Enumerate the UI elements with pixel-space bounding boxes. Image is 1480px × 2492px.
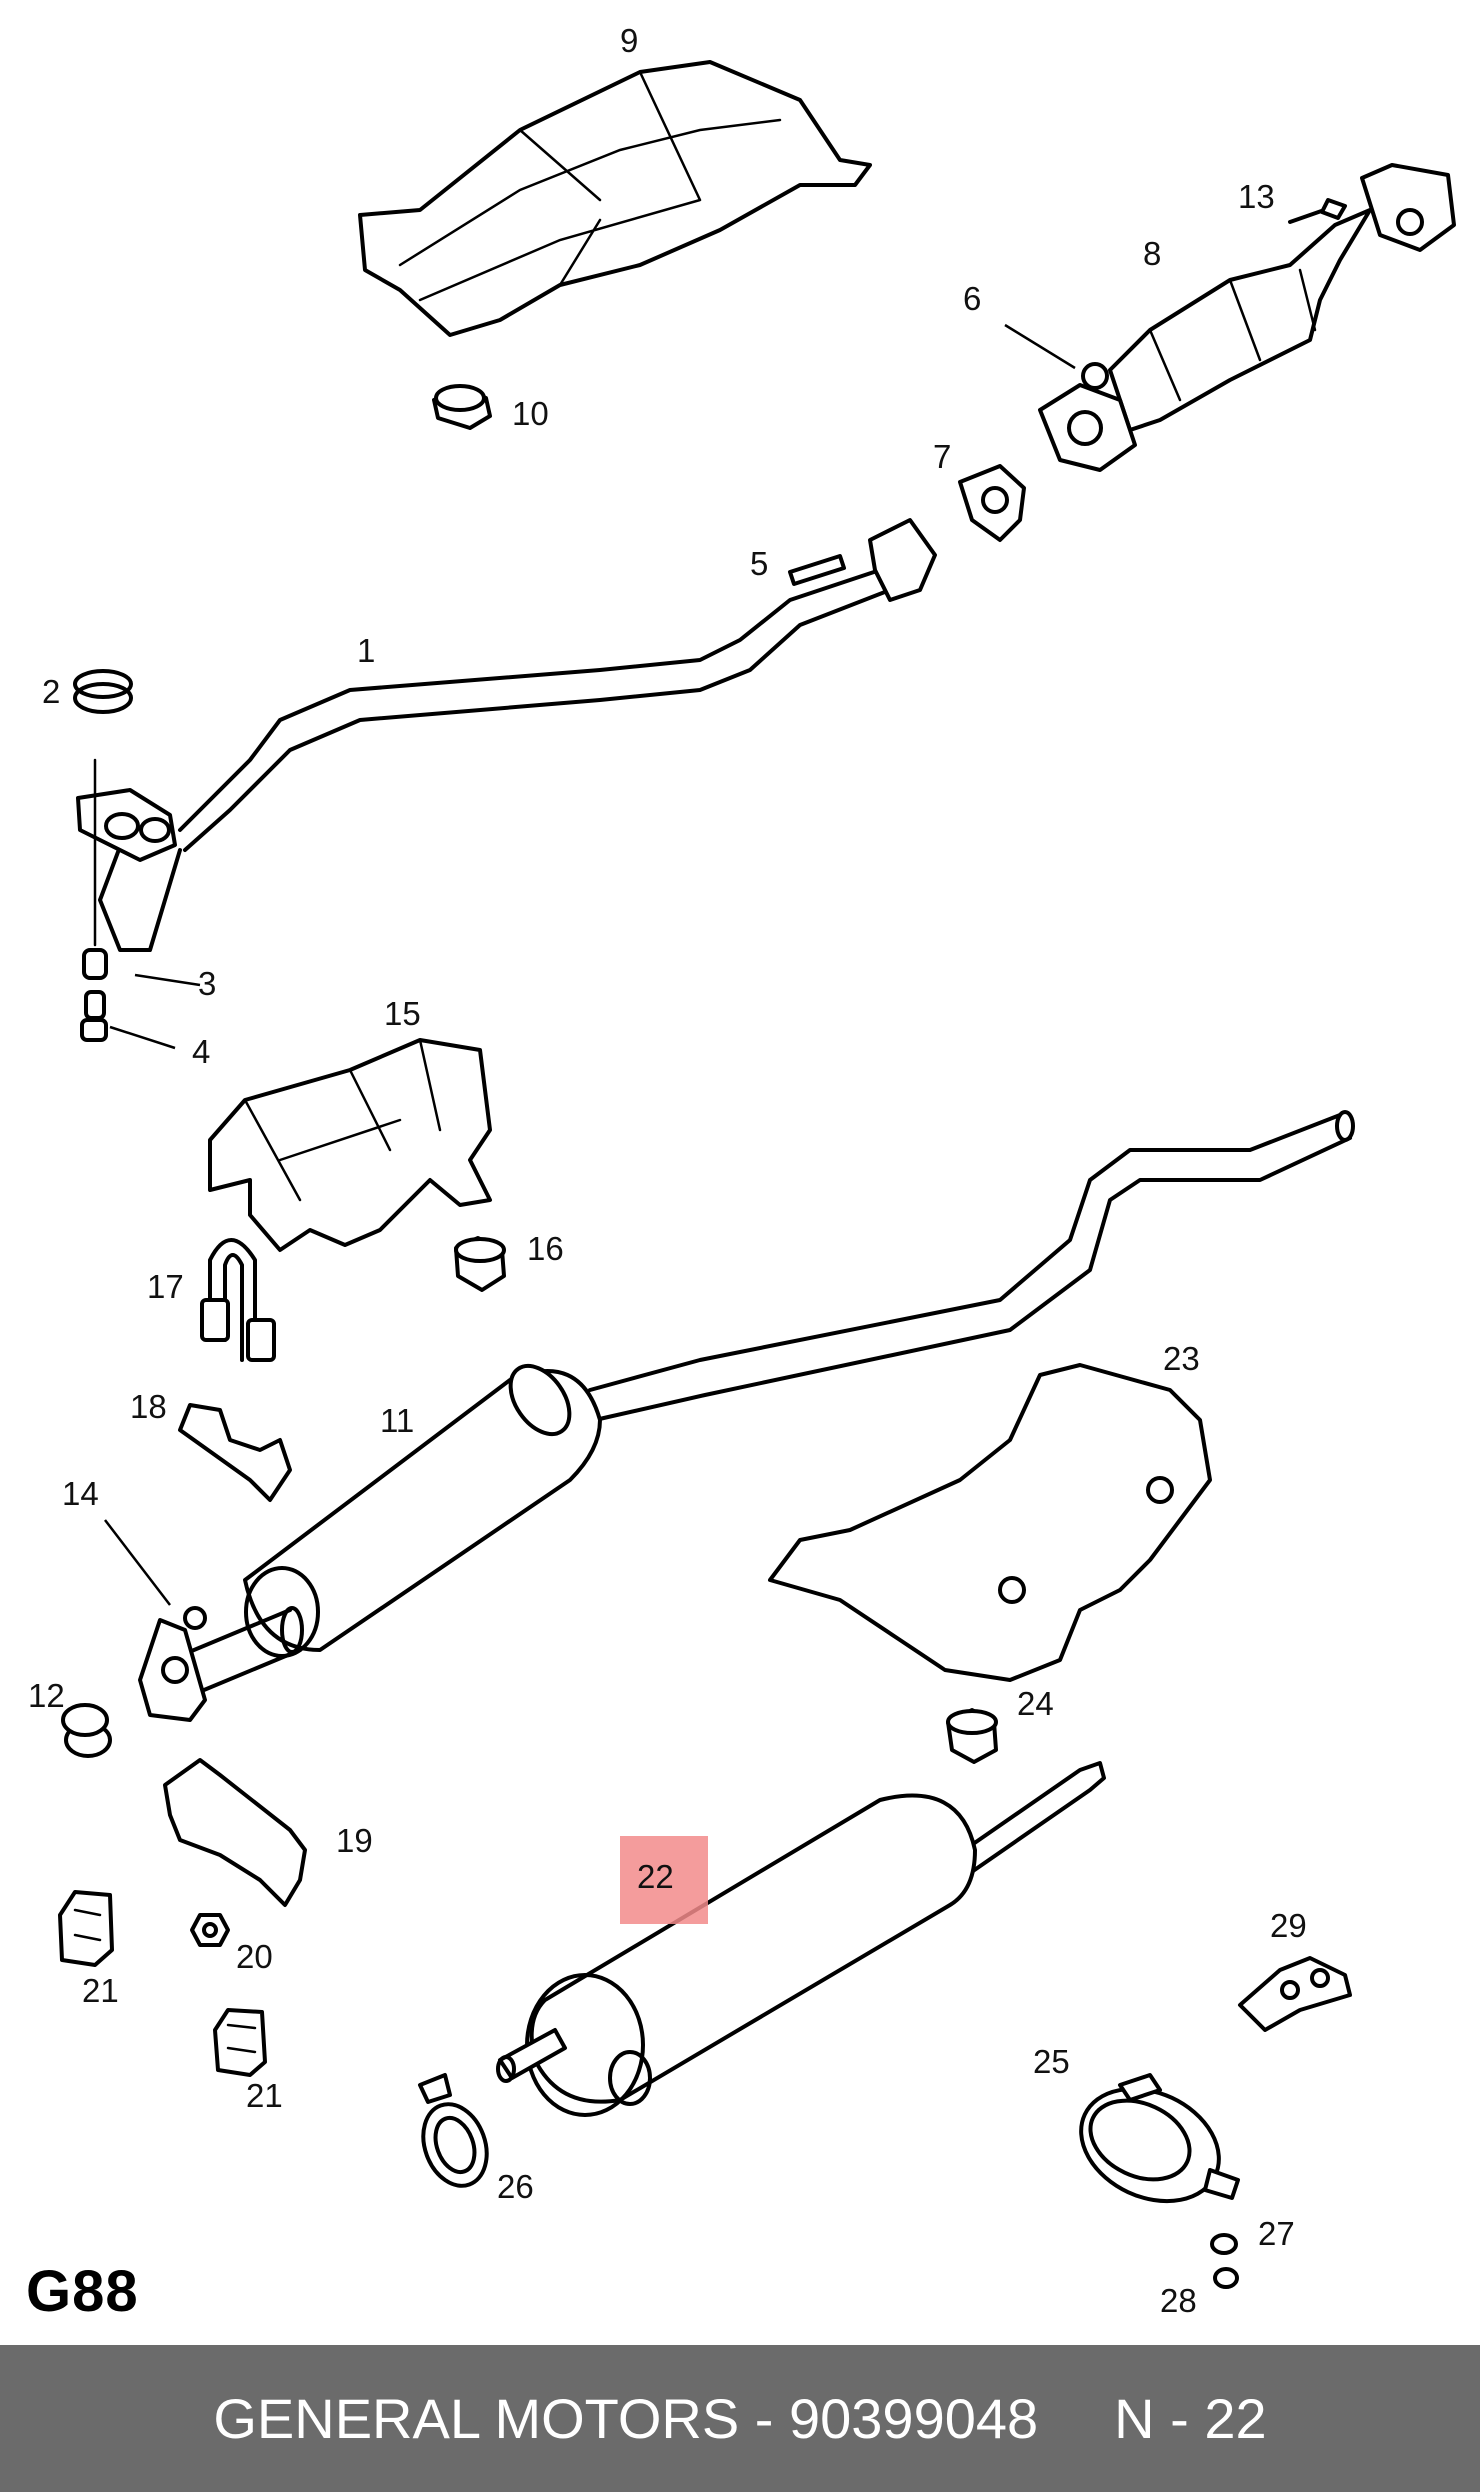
nut-part-10 [432,384,492,430]
callout-14: 14 [62,1475,99,1512]
middle-muffler-part-11 [168,1110,1355,1702]
callout-1: 1 [357,632,375,669]
footer-page-ref: N - 22 [1114,2387,1267,2450]
seal-ring-part-2 [73,669,133,714]
callout-8: 8 [1143,235,1161,272]
nut-part-24 [946,1708,998,1764]
nut-part-27 [1210,2233,1238,2255]
callout-17: 17 [147,1268,184,1305]
rear-muffler-part-22 [496,1761,1106,2117]
heat-shield-part-23 [768,1363,1212,1682]
bracket-part-18 [178,1403,292,1502]
callout-labels: 1 2 3 4 5 6 7 8 9 10 11 12 13 14 15 16 1… [28,22,1307,2319]
callout-26: 26 [497,2168,534,2205]
callout-7: 7 [933,438,951,475]
footer-part-number: GENERAL MOTORS - 90399048 [213,2387,1039,2450]
callout-11: 11 [380,1402,414,1439]
nut-part-16 [454,1236,506,1292]
nut-part-28 [1213,2267,1239,2289]
diagram-code: G88 [26,2259,139,2324]
front-pipe-part-1 [76,518,937,952]
callout-24: 24 [1017,1685,1054,1722]
callout-16: 16 [527,1230,564,1267]
leader-lines [104,323,1076,1606]
clamp-part-25 [1079,2073,1240,2204]
exhaust-diagram: 1 2 3 4 5 6 7 8 9 10 11 12 13 14 15 16 1… [28,22,1456,2319]
bolt-part-13 [1288,198,1347,224]
callout-3: 3 [198,965,216,1002]
heat-shield-part-15 [208,1038,492,1252]
callout-9: 9 [620,22,638,59]
callout-27: 27 [1258,2215,1295,2252]
callout-20: 20 [236,1938,273,1975]
bolt-part-4 [80,990,108,1042]
heat-shield-part-9 [358,60,872,337]
rubber-mount-part-21a [58,1890,114,1967]
callout-13: 13 [1238,178,1275,215]
rubber-mount-part-21b [213,2008,267,2077]
callout-10: 10 [512,395,549,432]
spring-part-3 [82,758,108,980]
flange-part-14 [138,1606,207,1722]
footer-bar: GENERAL MOTORS - 90399048 N - 22 [0,2345,1480,2492]
callout-29: 29 [1270,1907,1307,1944]
bolt-part-5 [788,554,846,586]
callout-28: 28 [1160,2282,1197,2319]
callout-19: 19 [336,1822,373,1859]
gasket-part-7 [958,464,1026,542]
callout-23: 23 [1163,1340,1200,1377]
highlight-marker [620,1836,708,1924]
callout-5: 5 [750,545,768,582]
callout-21a: 21 [82,1972,119,2009]
callout-2: 2 [42,673,60,710]
clamp-part-26 [418,2073,489,2188]
callout-12: 12 [28,1677,65,1714]
nut-part-6 [1081,362,1109,390]
callout-18: 18 [130,1388,167,1425]
u-bolt-part-17 [200,1238,276,1362]
callout-4: 4 [192,1033,210,1070]
catalytic-converter-part-8 [1038,163,1456,472]
callout-21b: 21 [246,2077,283,2114]
nut-part-20 [190,1913,230,1947]
seal-ring-part-12 [61,1703,112,1758]
callout-22: 22 [637,1858,674,1895]
callout-6: 6 [963,280,981,317]
rubber-mount-part-29 [1238,1956,1352,2032]
callout-15: 15 [384,995,421,1032]
callout-25: 25 [1033,2043,1070,2080]
bracket-part-19 [163,1758,307,1907]
